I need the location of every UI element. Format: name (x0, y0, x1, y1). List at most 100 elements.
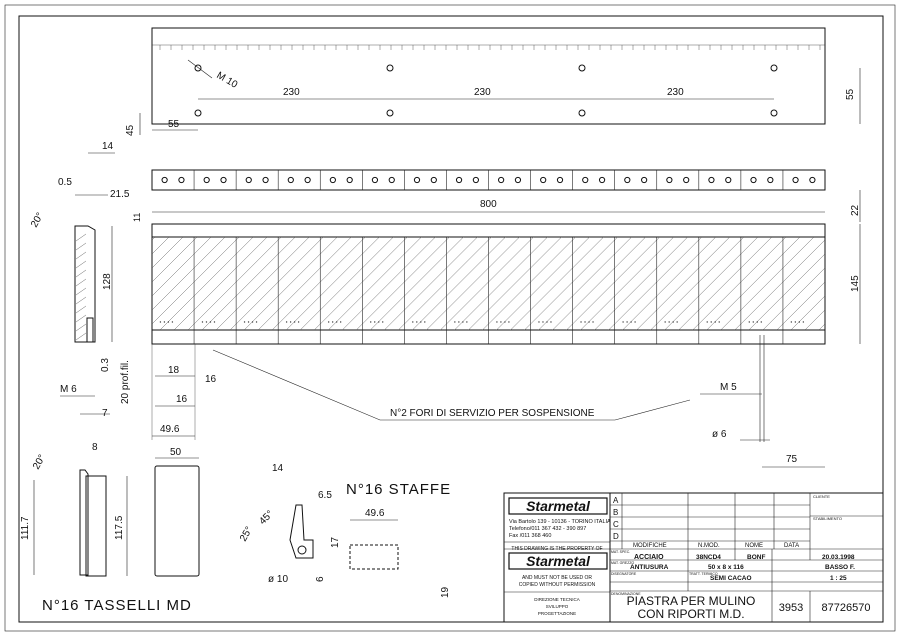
hatch-line (552, 309, 573, 331)
hatch-line (698, 281, 742, 325)
insert-dot (634, 321, 636, 323)
hatch-line (706, 295, 742, 331)
strip-hole (220, 176, 227, 184)
hatch-line (404, 239, 447, 283)
tassello-dim-8: 8 (92, 442, 98, 453)
hatch-line (572, 281, 615, 325)
hatch-line (614, 281, 657, 325)
tassello-side (154, 465, 200, 577)
section-hatch-line (75, 296, 87, 305)
dim-128: 128 (102, 273, 113, 290)
section-hatch-line (75, 314, 87, 323)
strip-hole (346, 176, 353, 184)
insert-dot (335, 321, 338, 323)
section-hatch-line (75, 278, 87, 287)
hatch-line (328, 295, 363, 331)
hatch-line (698, 239, 742, 283)
staffa-dim-17: 17 (330, 536, 341, 548)
callout-m5: M 5 (720, 382, 737, 393)
callout-d6: ø 6 (712, 429, 727, 440)
insert-dot (748, 321, 750, 323)
rev-letter-b: B (613, 508, 618, 517)
hatch-line (656, 236, 674, 255)
strip-hole (540, 176, 547, 184)
strip-hole (582, 176, 589, 184)
hatch-line (782, 267, 826, 311)
property-note-2: AND MUST NOT BE USED OR (522, 575, 592, 581)
hatch-line (278, 236, 282, 241)
hatch-line (362, 236, 394, 269)
note-holes: N°2 FORI DI SERVIZIO PER SOSPENSIONE (390, 408, 595, 419)
dim-49-6: 49.6 (160, 424, 180, 435)
hatch-line (320, 236, 338, 255)
logo-box-2 (508, 552, 608, 570)
strip-hole (498, 176, 505, 184)
hatch-line (426, 309, 447, 331)
semilav-value: SEMI CACAO (710, 575, 752, 582)
hatch-line (278, 236, 296, 255)
insert-dot (201, 321, 204, 323)
hatch-line (572, 236, 604, 269)
hatch-line (530, 236, 548, 255)
dim-m6: M 6 (60, 384, 77, 395)
tassello-dim-111-7: 111.7 (20, 516, 31, 540)
hatch-line (530, 239, 573, 283)
top-view: M 10 230 230 230 55 55 45 (125, 27, 861, 136)
rev-letter-d: D (613, 532, 619, 541)
insert-dot (163, 321, 166, 323)
strip-hole (455, 176, 463, 184)
hatch-line (608, 323, 615, 331)
property-note-3: COPIED WITHOUT PERMISSION (519, 582, 596, 588)
insert-dot (718, 321, 720, 323)
bolt-strip-view: 22 (151, 169, 861, 222)
hatch-line (776, 323, 784, 331)
dim-0-3: 0.3 (100, 358, 111, 372)
hatch-line (664, 295, 699, 331)
hatch-line (446, 236, 450, 241)
insert-dot (205, 321, 208, 323)
insert-dot (584, 321, 586, 323)
staffa-profile (289, 504, 314, 559)
hatch-line (193, 239, 237, 283)
hatch-line (235, 236, 268, 269)
section-body (74, 225, 96, 343)
hatch-line (734, 323, 742, 331)
hatch-line (362, 239, 405, 283)
hatch-line (614, 236, 646, 269)
hatch-line (782, 236, 815, 269)
strip-hole (413, 176, 421, 184)
section-hatch-line (75, 242, 87, 251)
strip-hole (371, 176, 379, 184)
address-line-2: Telefono/011 367 432 - 390 897 (509, 526, 586, 532)
hatch-line (524, 323, 531, 331)
strip-hole (203, 176, 210, 184)
note-leader (212, 349, 691, 421)
tassello-view: 8 20° 111.7 117.5 50 N°16 TASSELLI MD (20, 442, 200, 614)
strip-hole (262, 176, 269, 184)
tassello-angle-20: 20° (31, 453, 48, 472)
hatch-line (530, 253, 573, 297)
insert-dot (171, 321, 174, 323)
hatch-line (656, 281, 699, 325)
hatch-line (151, 253, 195, 297)
hole (770, 64, 778, 72)
hole (578, 109, 586, 117)
hatch-line (572, 239, 615, 283)
row-label-4: DISEGNATORE (611, 572, 637, 576)
insert-dot (622, 321, 624, 323)
dept-line-3: PROGETTAZIONE (538, 611, 576, 616)
address-line-3: Fax /011 368 460 (509, 533, 551, 539)
hatch-line (278, 253, 321, 297)
section-hatch-line (75, 269, 87, 278)
insert-dot (416, 321, 418, 323)
rev-header-nmod: N.MOD. (698, 543, 720, 549)
dept-line-2: SVILUPPO (546, 604, 569, 609)
dim-230-a: 230 (283, 87, 300, 98)
hatch-line (320, 236, 352, 269)
section-hatch-line (75, 251, 87, 260)
hatch-line (510, 309, 531, 331)
tassello-dim-50: 50 (170, 447, 182, 458)
hatch-line (446, 236, 464, 255)
hatch-line (656, 239, 699, 283)
